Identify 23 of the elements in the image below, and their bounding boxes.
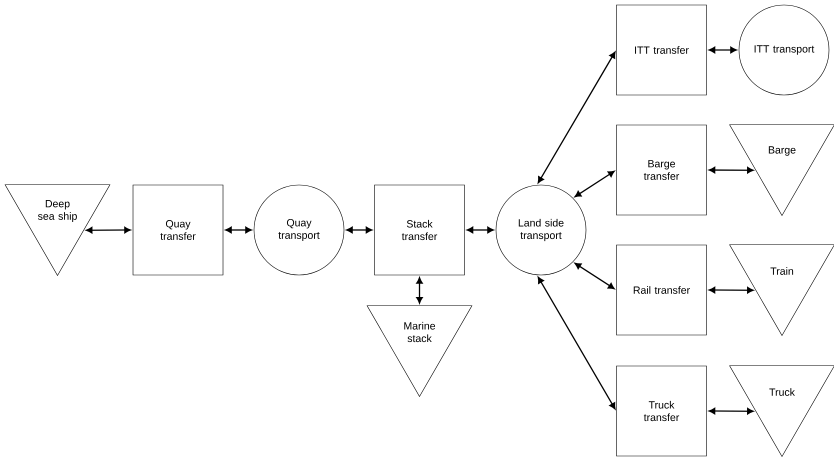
process-box: Stack transfer — [374, 184, 465, 276]
arrow — [538, 276, 616, 410]
arrow — [574, 170, 615, 198]
process-box: Quay transfer — [132, 184, 224, 276]
arrow — [466, 226, 494, 234]
arrow — [708, 166, 754, 174]
arrow — [708, 46, 737, 54]
process-box: Barge transfer — [616, 124, 707, 216]
arrow — [225, 226, 252, 234]
triangle-node: Truck — [729, 365, 834, 457]
process-box: Truck transfer — [616, 366, 707, 456]
circle-node: Land side transport — [496, 184, 586, 276]
arrow — [708, 286, 754, 294]
circle-node: ITT transport — [738, 4, 830, 96]
arrow — [416, 277, 423, 304]
arrow — [574, 262, 615, 290]
arrow — [346, 226, 372, 234]
process-box: Rail transfer — [616, 244, 707, 336]
process-box: ITT transfer — [616, 4, 707, 96]
arrow — [708, 408, 754, 415]
arrow — [86, 226, 131, 234]
circle-node: Quay transport — [254, 184, 344, 276]
arrow — [538, 52, 616, 184]
